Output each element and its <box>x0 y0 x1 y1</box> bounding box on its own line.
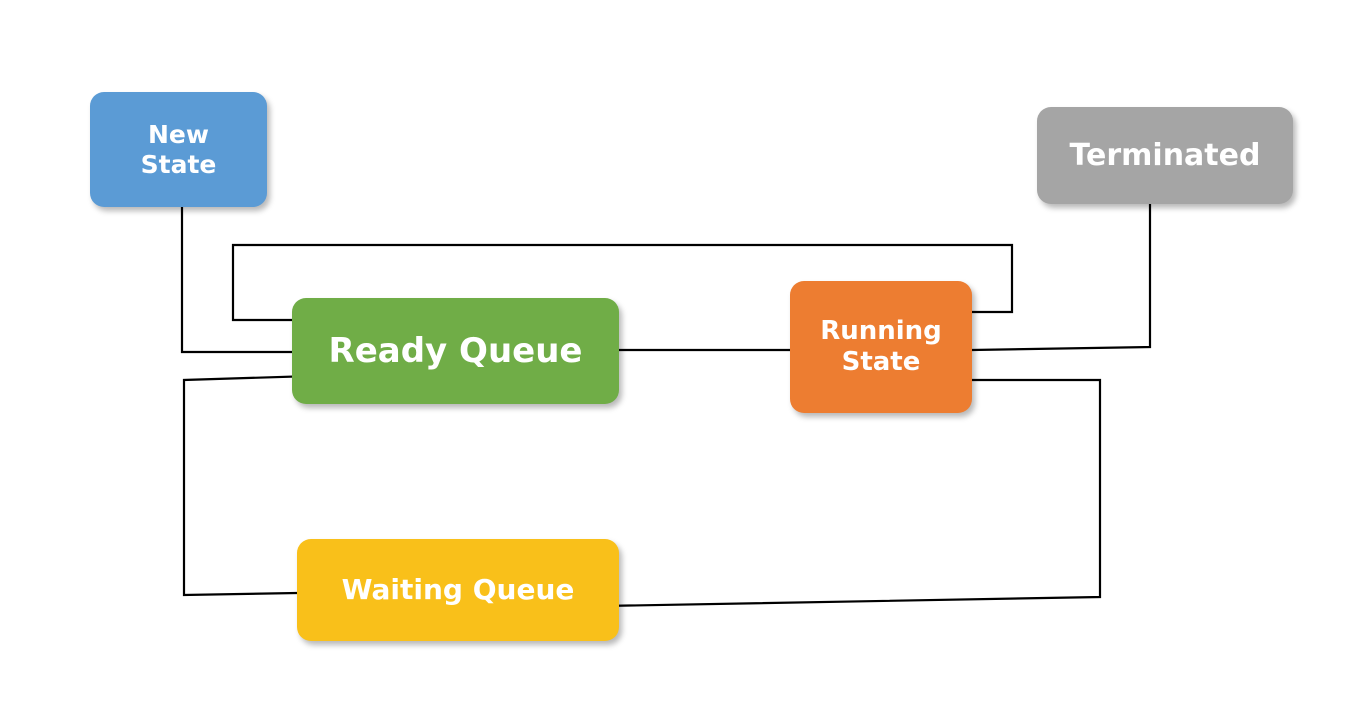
edge-waiting-to-ready <box>182 371 313 597</box>
waiting-queue-label: Waiting Queue <box>341 573 575 607</box>
edge-running-to-terminated <box>971 189 1155 352</box>
running-state-node: Running State <box>790 281 972 413</box>
running-state-label: Running State <box>820 315 942 377</box>
edge-running-to-waiting <box>602 378 1102 611</box>
terminated-node: Terminated <box>1037 107 1293 204</box>
ready-queue-node: Ready Queue <box>292 298 619 404</box>
terminated-label: Terminated <box>1069 137 1261 173</box>
edge-new-to-ready <box>180 205 313 357</box>
new-state-label: New State <box>140 119 217 179</box>
waiting-queue-node: Waiting Queue <box>297 539 619 641</box>
edge-running-to-ready-loop <box>231 243 1014 325</box>
new-state-node: New State <box>90 92 267 207</box>
ready-queue-label: Ready Queue <box>328 330 583 371</box>
